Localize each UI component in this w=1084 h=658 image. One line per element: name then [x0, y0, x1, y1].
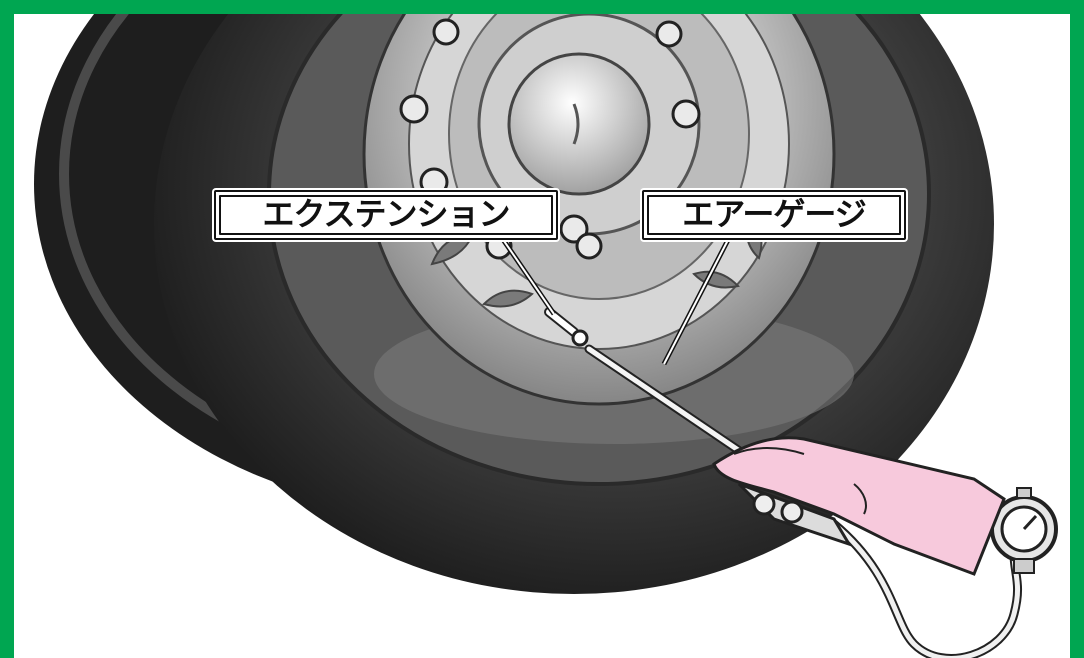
callout-extension: エクステンション — [214, 190, 558, 240]
callout-air-gauge: エアーゲージ — [642, 190, 906, 240]
label-extension: エクステンション — [219, 195, 553, 235]
label-air-gauge: エアーゲージ — [647, 195, 901, 235]
tire-pressure-illustration — [14, 14, 1084, 658]
